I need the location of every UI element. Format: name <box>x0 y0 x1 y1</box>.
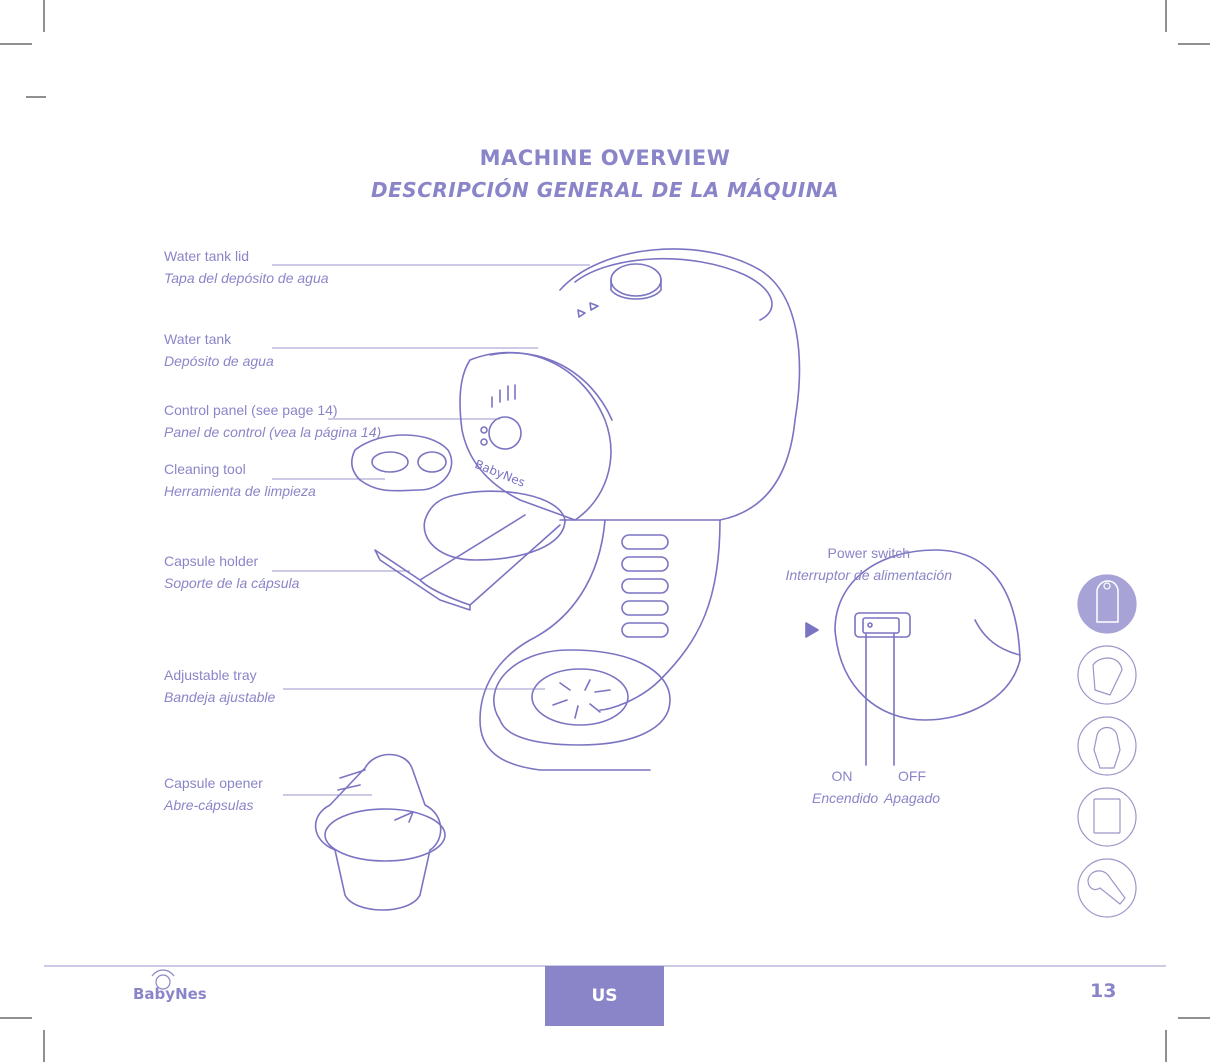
side-nav <box>1077 574 1137 918</box>
leader-lines <box>272 264 590 796</box>
language-tab[interactable]: US <box>545 966 664 1026</box>
machine-icon <box>1077 574 1137 634</box>
babynes-logo-mark <box>151 969 175 990</box>
machine-illustration <box>314 248 1021 911</box>
capsule-holder-icon <box>1077 645 1137 705</box>
footer-logo: BabyNes <box>133 985 207 1003</box>
page-title-spanish: DESCRIPCIÓN GENERAL DE LA MÁQUINA <box>371 178 839 202</box>
capsule-opener-icon <box>1077 716 1137 776</box>
page-number: 13 <box>1090 980 1117 1002</box>
page-title: MACHINE OVERVIEW <box>479 146 731 170</box>
manual-icon <box>1077 787 1137 847</box>
wrench-icon <box>1077 858 1137 918</box>
label-control-panel: Control panel (see page 14)Panel de cont… <box>164 402 382 440</box>
